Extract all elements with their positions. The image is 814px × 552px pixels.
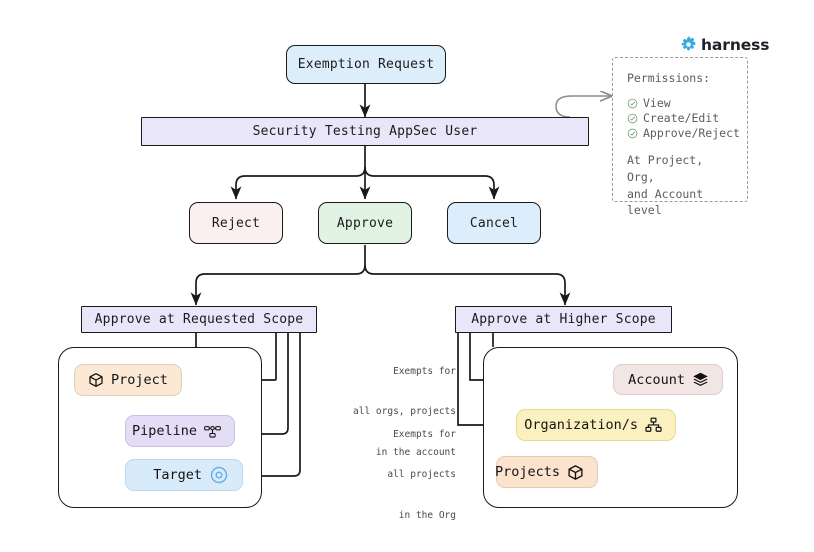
harness-logo: harness xyxy=(679,35,770,54)
check-circle-icon xyxy=(627,113,638,124)
node-account-label: Account xyxy=(628,371,685,388)
node-pipeline[interactable]: Pipeline xyxy=(125,415,235,447)
pipeline-nodes-icon xyxy=(204,424,221,439)
node-cancel[interactable]: Cancel xyxy=(447,202,541,244)
node-organizations-label: Organization/s xyxy=(524,417,638,433)
node-approve-at-requested-scope[interactable]: Approve at Requested Scope xyxy=(81,306,317,333)
node-projects[interactable]: Projects xyxy=(494,456,598,488)
permissions-footer: At Project, Org, and Account level xyxy=(627,153,704,218)
permissions-title: Permissions: xyxy=(627,71,711,85)
node-target[interactable]: Target xyxy=(125,459,243,491)
harness-diamond-icon xyxy=(679,35,698,54)
node-reject[interactable]: Reject xyxy=(189,202,283,244)
permission-item-create-edit: Create/Edit xyxy=(627,112,735,124)
node-account[interactable]: Account xyxy=(613,364,723,395)
harness-wordmark: harness xyxy=(701,35,770,54)
node-exemption-request[interactable]: Exemption Request xyxy=(286,45,446,84)
permission-item-approve-reject: Approve/Reject xyxy=(627,127,740,139)
node-security-testing-appsec-user[interactable]: Security Testing AppSec User xyxy=(141,117,589,146)
target-circle-icon xyxy=(209,465,229,485)
node-pipeline-label: Pipeline xyxy=(131,423,197,439)
edge-label-exempts-org: Exempts for all projects in the Org xyxy=(387,428,456,521)
permission-item-view: View xyxy=(627,97,735,109)
check-circle-icon xyxy=(627,128,638,139)
node-project[interactable]: Project xyxy=(74,364,182,396)
cube-outline-icon xyxy=(88,372,104,388)
permissions-panel: Permissions: View Create/Edit xyxy=(612,57,748,217)
node-approve[interactable]: Approve xyxy=(318,202,412,244)
cube-outline-icon xyxy=(567,464,584,481)
layers-stack-icon xyxy=(692,371,709,388)
node-approve-at-higher-scope[interactable]: Approve at Higher Scope xyxy=(455,306,672,333)
org-chart-icon xyxy=(645,417,662,433)
node-organizations[interactable]: Organization/s xyxy=(516,409,676,441)
check-circle-icon xyxy=(627,98,638,109)
node-target-label: Target xyxy=(153,467,202,483)
edge-label-exempts-account: Exempts for all orgs, projects in the ac… xyxy=(353,365,456,458)
node-project-label: Project xyxy=(111,372,168,388)
node-projects-label: Projects xyxy=(494,464,560,480)
